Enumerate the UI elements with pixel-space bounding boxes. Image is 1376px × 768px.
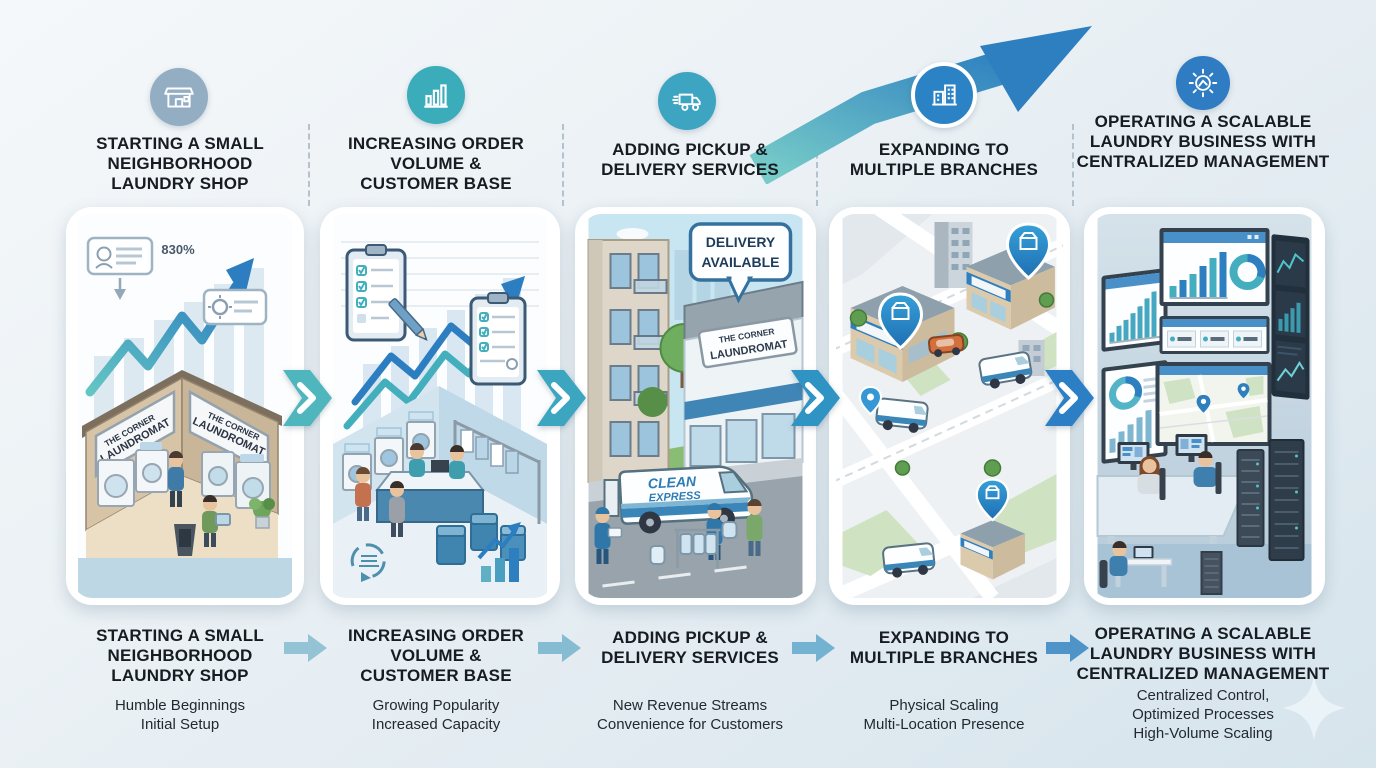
svg-text:AVAILABLE: AVAILABLE — [701, 254, 779, 270]
branch-store-3 — [960, 520, 1025, 580]
chevron-arrow-4 — [1045, 370, 1094, 426]
stage-3-heading: ADDING PICKUP & DELIVERY SERVICES — [601, 140, 779, 179]
stage-3-bottom-title: ADDING PICKUP &DELIVERY SERVICES — [601, 628, 779, 667]
stage-1-heading: STARTING A SMALL NEIGHBORHOOD LAUNDRY SH… — [96, 134, 264, 193]
van-brand-line2: EXPRESS — [648, 490, 701, 505]
workstation-1 — [1117, 442, 1150, 470]
header-divider — [308, 124, 310, 206]
panel-centralized-management — [1084, 207, 1325, 605]
chevron-arrow-3 — [791, 370, 840, 426]
chevron-arrow-2 — [537, 370, 586, 426]
header-divider — [816, 124, 818, 206]
cycle-arrows-icon — [350, 543, 386, 582]
bottom-arrow-4 — [1046, 634, 1089, 662]
storefront-icon — [150, 68, 208, 126]
branch-van-3 — [882, 542, 936, 578]
stats-screen — [1159, 316, 1270, 354]
bottom-arrow-3 — [792, 634, 835, 662]
growth-swoosh-arrow — [749, 26, 1092, 184]
location-pin-small — [858, 385, 883, 416]
tall-building — [934, 222, 973, 288]
growth-zigzag-arrow — [85, 281, 241, 397]
stage-5-heading: OPERATING A SCALABLE LAUNDRY BUSINESS WI… — [1076, 112, 1330, 171]
monitoring-screen-dark — [1271, 234, 1310, 400]
bottom-arrow-2 — [538, 634, 581, 662]
buildings-icon — [911, 62, 977, 128]
location-pin-store-3 — [975, 478, 1010, 522]
staff-and-customers — [355, 443, 465, 537]
customer-card-icon — [86, 236, 154, 276]
panel-1-illustration: 830% THE CORNER — [78, 214, 292, 598]
map-screen — [1155, 362, 1272, 446]
operator-man — [1193, 451, 1222, 494]
car — [927, 333, 965, 358]
stage-2-heading: INCREASING ORDER VOLUME & CUSTOMER BASE — [347, 134, 525, 193]
panel-order-volume — [320, 207, 560, 605]
storefront-sign: THE CORNER LAUNDROMAT — [697, 316, 798, 369]
dashboard-screen-left-top — [1101, 268, 1168, 352]
washing-machines — [97, 449, 271, 509]
settings-card-icon — [202, 288, 268, 326]
van-rear-door — [603, 479, 620, 517]
stage-4-heading: EXPANDING TO MULTIPLE BRANCHES — [849, 140, 1039, 179]
panel-pickup-delivery: THE CORNER LAUNDROMAT DELIVERY AVAILABLE — [575, 207, 816, 605]
checklist-clipboard-right — [469, 292, 527, 386]
server-rack-small — [1200, 551, 1223, 595]
panel-4-illustration — [836, 214, 1063, 598]
header-divider — [562, 124, 564, 206]
hanging-garments — [460, 429, 519, 474]
pencil — [388, 298, 428, 342]
branch-store-2 — [966, 248, 1055, 330]
courier-loading — [594, 507, 623, 564]
panel-2-illustration — [333, 214, 547, 598]
a-frame-sign — [174, 524, 196, 556]
panel-multiple-branches — [829, 207, 1070, 605]
mini-growth-chart-icon — [477, 522, 521, 582]
branch-van-2 — [875, 397, 929, 433]
apartment-building — [587, 239, 670, 483]
remote-desk — [1099, 541, 1173, 588]
shop-customer — [202, 495, 231, 547]
svg-text:DELIVERY: DELIVERY — [706, 234, 776, 250]
bottom-arrow-1 — [284, 634, 327, 662]
branch-van-1 — [978, 351, 1033, 389]
workstation-2 — [1175, 434, 1208, 462]
delivery-available-bubble: DELIVERY AVAILABLE — [688, 222, 793, 304]
panel-5-illustration — [1096, 214, 1312, 598]
location-pin-store-1 — [877, 292, 924, 350]
operations-table — [1096, 475, 1252, 537]
chevron-arrow-1 — [283, 370, 332, 426]
shop-worker — [168, 451, 184, 507]
server-rack-2 — [1268, 439, 1305, 561]
panel-small-laundry-shop: 830% THE CORNER — [66, 207, 304, 605]
laundromat-storefront: THE CORNER LAUNDROMAT — [683, 280, 804, 476]
header-divider — [1072, 124, 1074, 206]
location-pin-store-2 — [1005, 222, 1052, 280]
panel-3-illustration: THE CORNER LAUNDROMAT DELIVERY AVAILABLE — [587, 214, 804, 598]
sparkle-icon — [1282, 675, 1346, 741]
customer-receiving — [746, 499, 763, 556]
dashboard-screen-left-bottom — [1101, 360, 1168, 464]
growth-percent-label: 830% — [161, 242, 195, 257]
van-brand-line1: CLEAN — [647, 473, 697, 492]
server-rack-1 — [1236, 449, 1265, 547]
operator-woman — [1137, 456, 1166, 500]
dashboard-screen-center — [1159, 228, 1270, 306]
bar-chart-icon — [407, 66, 465, 124]
potted-plant — [249, 498, 275, 529]
checklist-clipboard-left — [345, 244, 407, 342]
gear-icon — [1176, 56, 1230, 110]
delivery-truck-icon — [658, 72, 716, 130]
